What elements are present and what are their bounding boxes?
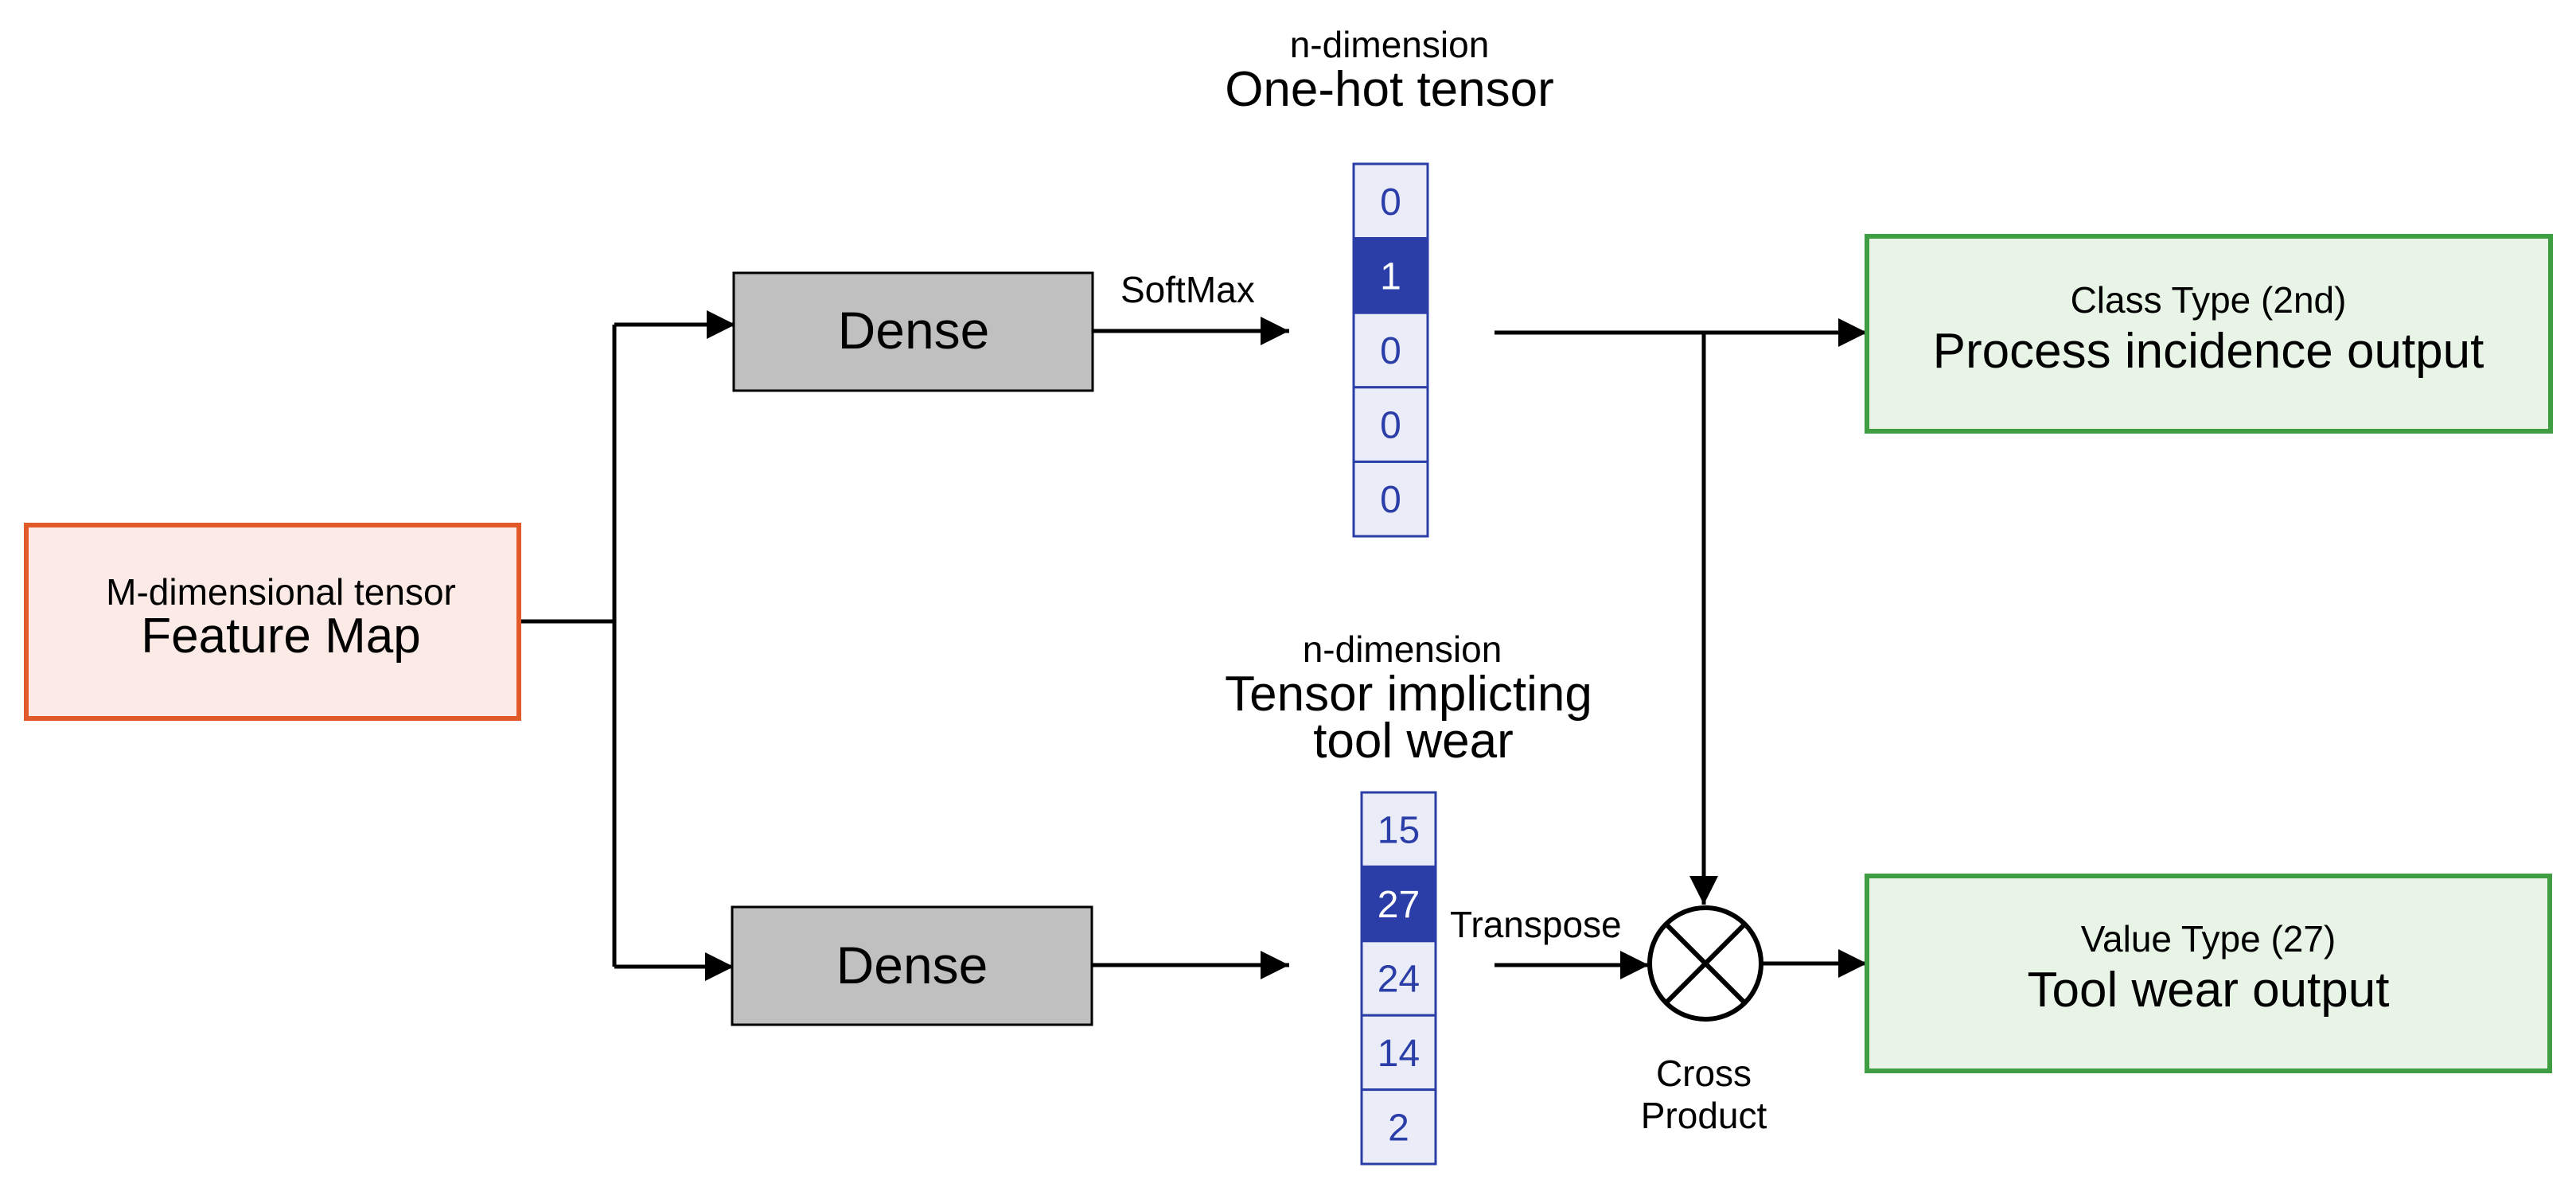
wear-tensor-cells: 15 27 24 14 2 bbox=[1360, 791, 1437, 1166]
one-hot-cell-box bbox=[1352, 162, 1429, 240]
one-hot-tensor: n-dimension One-hot tensor 0 1 0 0 0 bbox=[1225, 24, 1554, 538]
wear-tensor-cell-box bbox=[1360, 940, 1437, 1017]
dense-bottom-box: Dense bbox=[731, 905, 1093, 1026]
one-hot-cell-box bbox=[1352, 311, 1429, 389]
dense-top-label: Dense bbox=[838, 301, 990, 360]
wear-tensor-cell-box bbox=[1360, 1088, 1437, 1166]
one-hot-cells: 0 1 0 0 0 bbox=[1352, 162, 1429, 538]
one-hot-cell-value: 0 bbox=[1380, 405, 1401, 447]
softmax-label: SoftMax bbox=[1120, 269, 1255, 310]
one-hot-cell-box bbox=[1352, 237, 1429, 314]
one-hot-cell-value: 0 bbox=[1380, 181, 1401, 224]
one-hot-cell-box bbox=[1352, 460, 1429, 538]
wear-tensor-cell-value: 15 bbox=[1378, 810, 1420, 852]
class-output-title: Process incidence output bbox=[1933, 324, 2484, 379]
one-hot-cell-value: 0 bbox=[1380, 330, 1401, 372]
wear-tensor-cell-value: 27 bbox=[1378, 884, 1420, 926]
wear-caption-line2: tool wear bbox=[1313, 714, 1514, 769]
cross-product-operator: Cross Product bbox=[1641, 905, 1767, 1136]
wear-tensor-cell-value: 2 bbox=[1388, 1107, 1409, 1149]
one-hot-caption-large: One-hot tensor bbox=[1225, 62, 1554, 117]
dense-bottom-label: Dense bbox=[836, 936, 988, 995]
dense-top-box: Dense bbox=[732, 271, 1094, 392]
wear-tensor-cell-value: 14 bbox=[1378, 1033, 1420, 1075]
wear-tensor: n-dimension Tensor implicting tool wear … bbox=[1225, 629, 1592, 1166]
feature-map-title: Feature Map bbox=[141, 609, 421, 664]
wear-caption-line1: Tensor implicting bbox=[1225, 667, 1592, 722]
feature-map-rect bbox=[24, 523, 521, 721]
class-output-subtitle: Class Type (2nd) bbox=[2071, 279, 2347, 321]
value-output-subtitle: Value Type (27) bbox=[2081, 918, 2336, 960]
feature-map-subtitle: M-dimensional tensor bbox=[106, 571, 456, 613]
cross-product-label-line2: Product bbox=[1641, 1095, 1767, 1136]
connectors bbox=[519, 310, 1867, 981]
cross-product-label-line1: Cross bbox=[1656, 1053, 1752, 1094]
one-hot-cell-value: 0 bbox=[1380, 479, 1401, 521]
wear-caption-small: n-dimension bbox=[1303, 629, 1502, 670]
one-hot-cell-value: 1 bbox=[1380, 255, 1401, 298]
value-output-title: Tool wear output bbox=[2028, 963, 2390, 1018]
feature-map-box: M-dimensional tensor Feature Map bbox=[24, 523, 521, 721]
value-output-box: Value Type (27) Tool wear output bbox=[1865, 874, 2552, 1073]
class-output-box: Class Type (2nd) Process incidence outpu… bbox=[1865, 234, 2553, 434]
one-hot-cell-box bbox=[1352, 386, 1429, 463]
one-hot-caption-small: n-dimension bbox=[1290, 24, 1490, 65]
transpose-label: Transpose bbox=[1450, 904, 1622, 945]
wear-tensor-cell-value: 24 bbox=[1378, 959, 1420, 1001]
wear-tensor-cell-box bbox=[1360, 791, 1437, 868]
